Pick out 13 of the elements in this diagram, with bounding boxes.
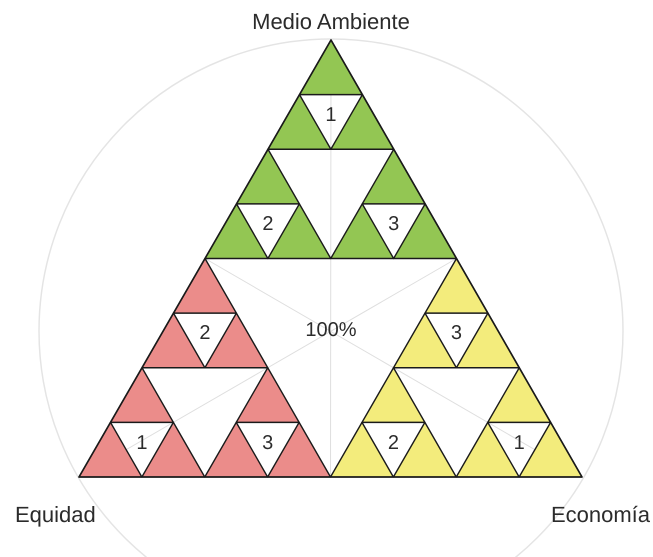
section-number: 3 (262, 432, 274, 453)
vertex-label: Medio Ambiente (252, 11, 410, 33)
section-number: 100% (305, 320, 357, 340)
section-number: 1 (136, 432, 148, 453)
section-number: 3 (450, 323, 462, 344)
section-number: 3 (388, 214, 400, 234)
section-number: 2 (262, 214, 274, 234)
section-number: 1 (325, 104, 336, 125)
section-number: 2 (388, 432, 399, 453)
section-number: 2 (199, 323, 210, 344)
section-number: 1 (514, 432, 525, 453)
vertex-label: Economía (550, 504, 650, 526)
vertex-label: Equidad (15, 504, 96, 526)
